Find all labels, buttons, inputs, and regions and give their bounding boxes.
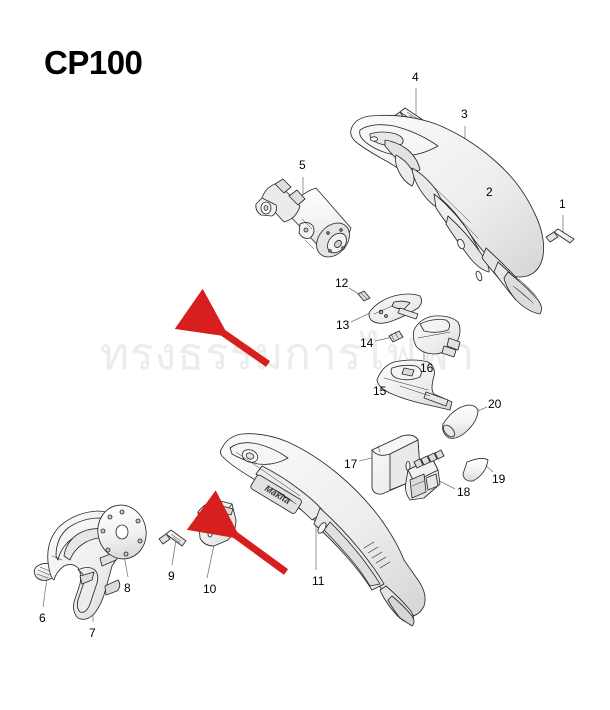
callout-number-12: 12 [335,276,349,290]
callout-number-5: 5 [299,158,306,172]
callout-number-19: 19 [492,472,506,486]
callout-number-7: 7 [89,626,96,640]
part-9-screw [158,529,187,547]
part-16-switch-unit [412,315,461,358]
part-14-spring [388,330,404,343]
part-13-switch-lever [368,293,423,324]
part-20-roller [442,404,479,439]
callout-number-1: 1 [559,197,566,211]
callout-number-3: 3 [461,107,468,121]
callout-number-17: 17 [344,457,358,471]
callout-number-9: 9 [168,569,175,583]
callout-number-20: 20 [488,397,502,411]
part-1-screw [545,228,575,244]
callout-number-10: 10 [203,582,217,596]
callout-number-18: 18 [457,485,471,499]
part-5-motor-assembly [255,178,352,258]
part-11-lower-housing: Makita [219,433,426,627]
part-8-flange-disc [97,504,147,560]
callout-number-14: 14 [360,336,374,350]
callout-number-4: 4 [412,70,419,84]
part-12-pin [357,290,371,302]
part-10-bracket [197,499,237,547]
page-title: CP100 [44,44,143,81]
part-18-battery-terminal [405,449,445,501]
part-19-label [462,457,489,482]
callout-number-8: 8 [124,581,131,595]
callout-number-11: 11 [312,574,325,588]
callout-number-2: 2 [486,185,493,199]
callout-number-15: 15 [373,384,387,398]
part-2-upper-housing [350,114,544,315]
callout-number-13: 13 [336,318,350,332]
callout-number-16: 16 [420,361,434,375]
red-highlight-arrows [174,288,289,575]
part-15-switch-holder [376,359,453,411]
callout-number-6: 6 [39,611,46,625]
